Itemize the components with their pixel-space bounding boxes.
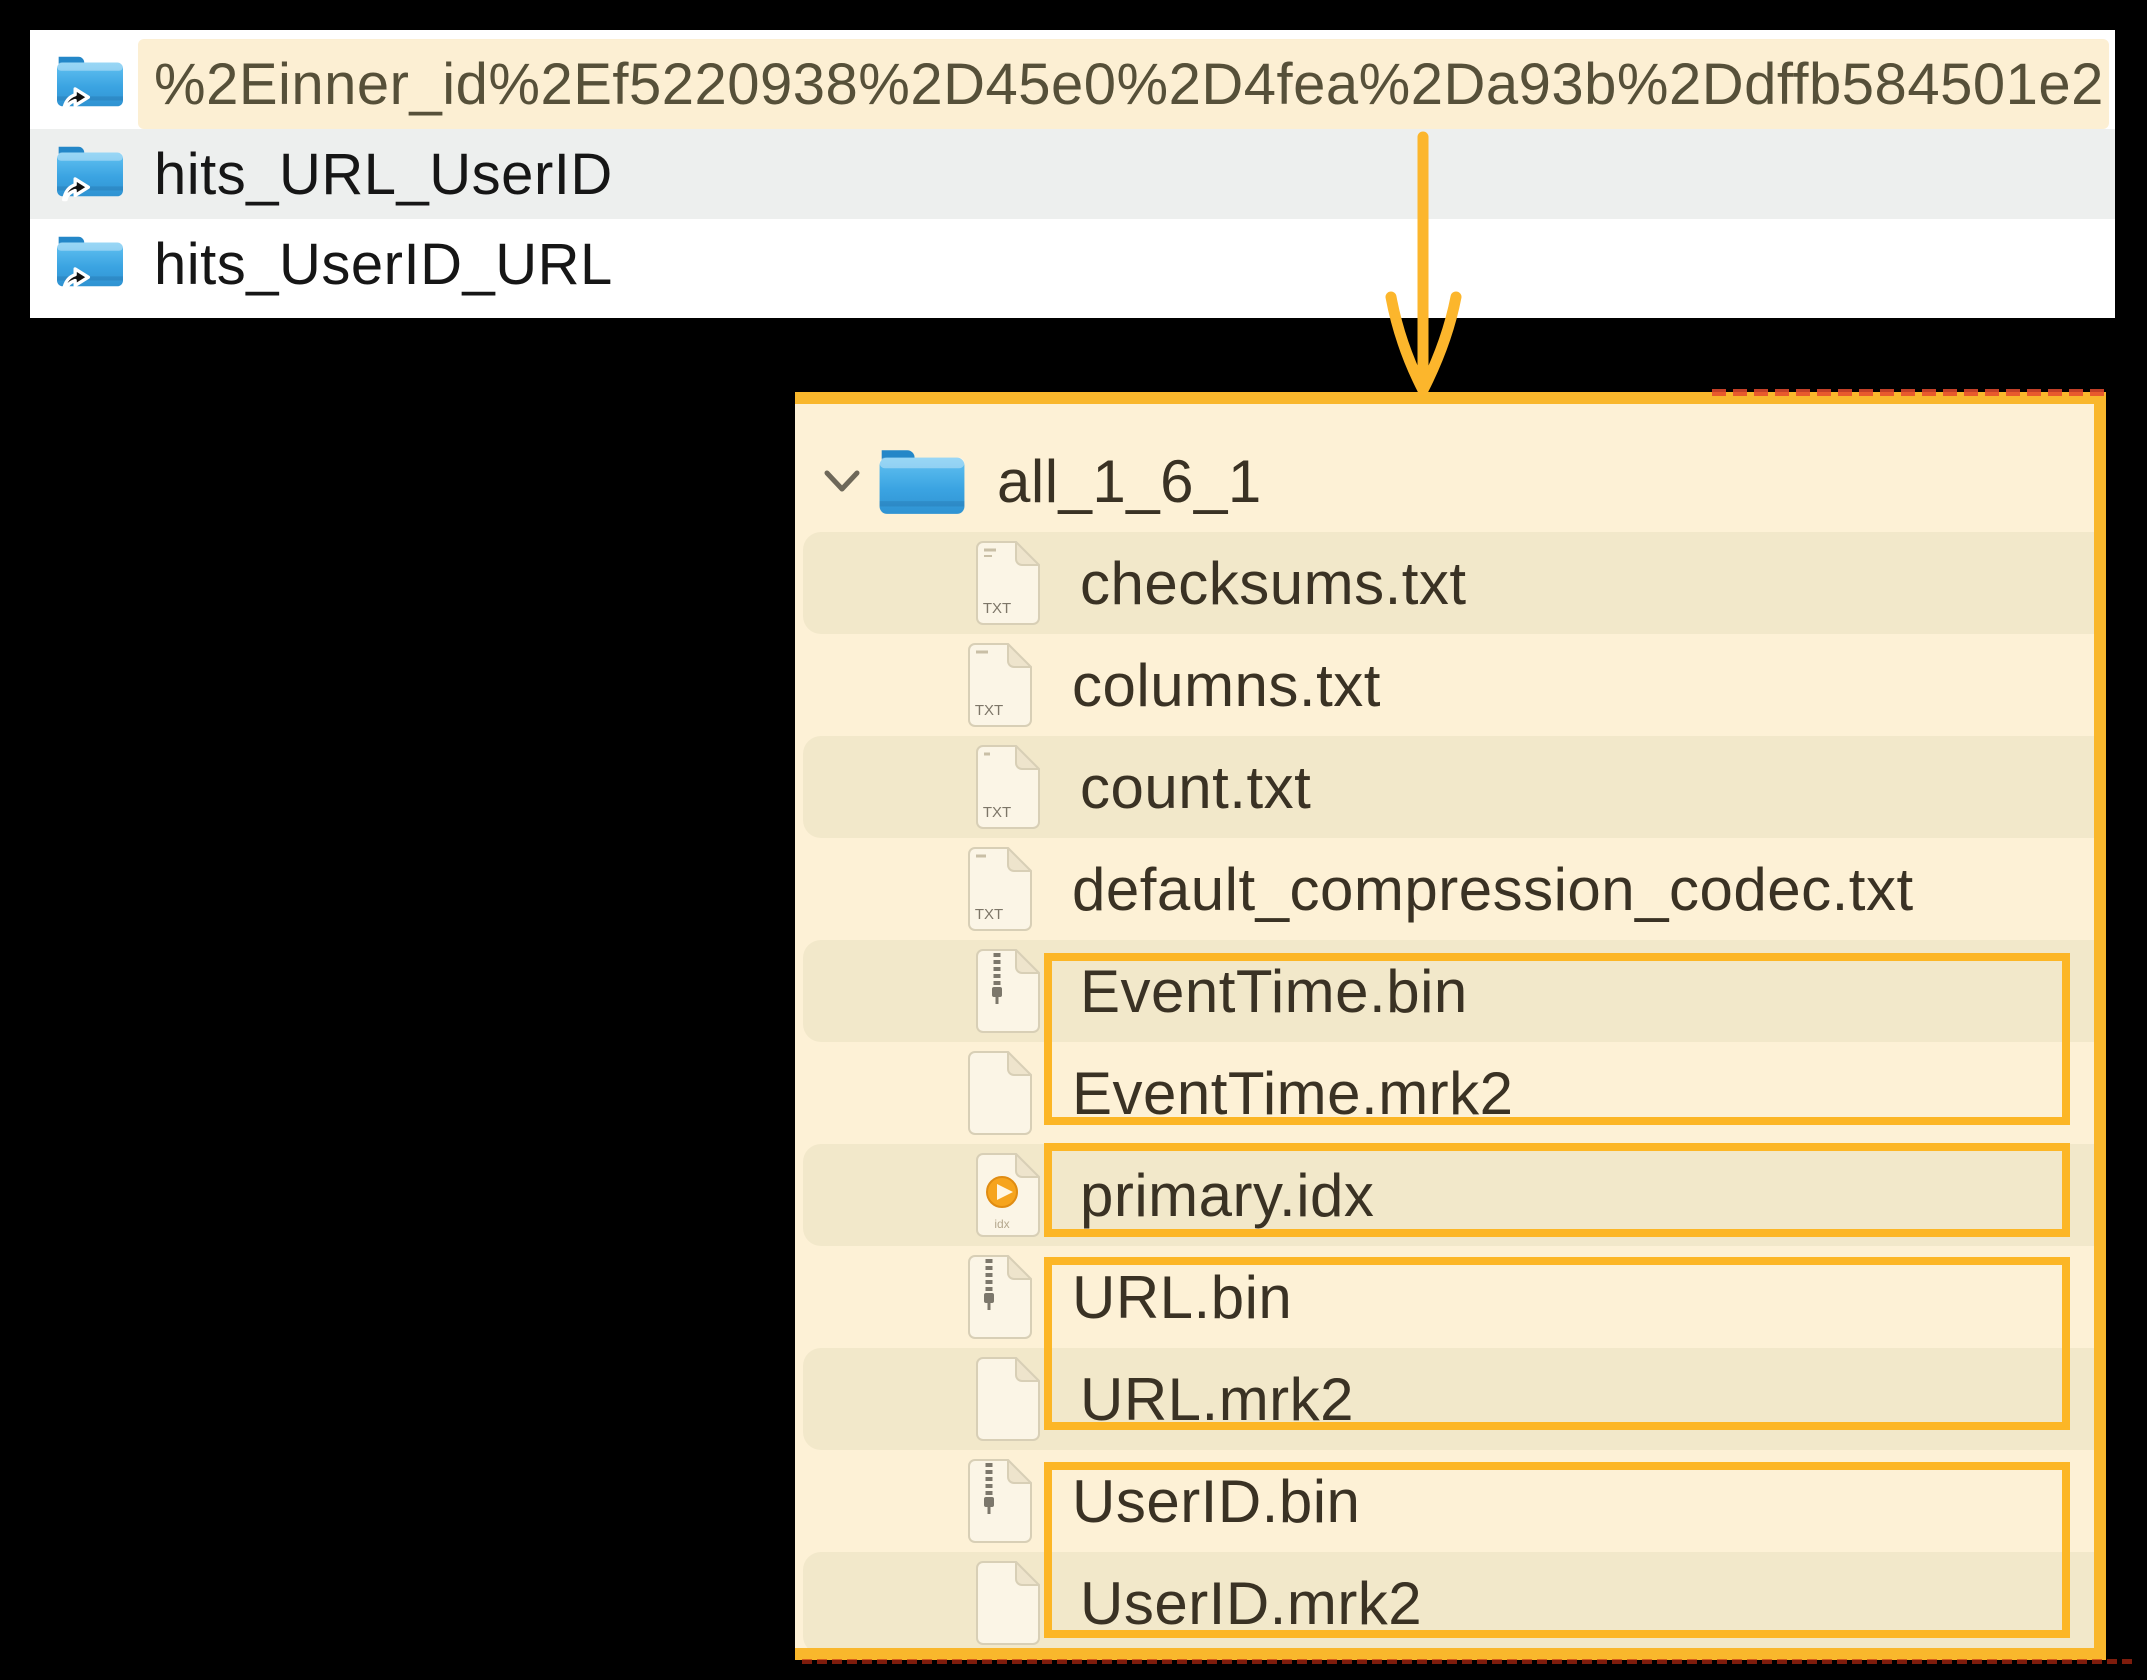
table-row[interactable]: hits_URL_UserID: [30, 129, 2115, 219]
alias-folder-icon: [57, 48, 123, 120]
svg-text:TXT: TXT: [983, 804, 1011, 821]
folder-name[interactable]: all_1_6_1: [997, 447, 1262, 515]
file-name[interactable]: UserID.bin: [1072, 1467, 1361, 1535]
tree-row-folder[interactable]: all_1_6_1: [795, 430, 2094, 532]
file-name[interactable]: default_compression_codec.txt: [1072, 855, 1914, 923]
txt-file-icon: TXT: [976, 541, 1040, 625]
chevron-down-icon[interactable]: [823, 468, 861, 494]
alias-folder-icon: [57, 138, 123, 210]
bin-file-icon: [968, 1459, 1032, 1543]
tree-row-file[interactable]: TXT columns.txt: [795, 634, 2094, 736]
finder-list-panel: %2Einner_id%2Ef5220938%2D45e0%2D4fea%2Da…: [30, 30, 2115, 318]
tree-row-file[interactable]: URL.mrk2: [803, 1348, 2094, 1450]
svg-text:TXT: TXT: [983, 600, 1011, 617]
folder-icon: [879, 450, 965, 514]
file-name[interactable]: URL.mrk2: [1080, 1365, 1355, 1433]
svg-text:TXT: TXT: [975, 702, 1003, 719]
row-label[interactable]: hits_URL_UserID: [154, 141, 613, 207]
tree-row-file[interactable]: idx primary.idx: [803, 1144, 2094, 1246]
tree-row-file[interactable]: EventTime.bin: [803, 940, 2094, 1042]
idx-file-icon: idx: [976, 1153, 1040, 1237]
tree-row-file[interactable]: EventTime.mrk2: [795, 1042, 2094, 1144]
blank-file-icon: [976, 1561, 1040, 1645]
file-name[interactable]: URL.bin: [1072, 1263, 1293, 1331]
part-contents-panel: all_1_6_1 TXT checksums.txt TXT columns.…: [795, 392, 2106, 1660]
table-row[interactable]: hits_UserID_URL: [30, 219, 2115, 309]
tree-row-file[interactable]: UserID.mrk2: [803, 1552, 2094, 1648]
file-name[interactable]: columns.txt: [1072, 651, 1381, 719]
tree-row-file[interactable]: UserID.bin: [795, 1450, 2094, 1552]
blank-file-icon: [968, 1051, 1032, 1135]
file-name[interactable]: primary.idx: [1080, 1161, 1375, 1229]
table-row[interactable]: %2Einner_id%2Ef5220938%2D45e0%2D4fea%2Da…: [30, 39, 2115, 129]
file-name[interactable]: EventTime.mrk2: [1072, 1059, 1514, 1127]
txt-file-icon: TXT: [976, 745, 1040, 829]
tree-row-file[interactable]: TXT checksums.txt: [803, 532, 2094, 634]
blank-file-icon: [976, 1357, 1040, 1441]
bin-file-icon: [968, 1255, 1032, 1339]
tree-row-file[interactable]: URL.bin: [795, 1246, 2094, 1348]
alias-folder-icon: [57, 228, 123, 300]
red-dashed-line-top: [1712, 389, 2104, 396]
txt-file-icon: TXT: [968, 847, 1032, 931]
tree-row-file[interactable]: TXT default_compression_codec.txt: [795, 838, 2094, 940]
file-name[interactable]: checksums.txt: [1080, 549, 1467, 617]
file-name[interactable]: EventTime.bin: [1080, 957, 1468, 1025]
txt-file-icon: TXT: [968, 643, 1032, 727]
row-label[interactable]: hits_UserID_URL: [154, 231, 613, 297]
svg-text:TXT: TXT: [975, 906, 1003, 923]
tree-row-file[interactable]: TXT count.txt: [803, 736, 2094, 838]
file-name[interactable]: count.txt: [1080, 753, 1312, 821]
svg-text:idx: idx: [994, 1217, 1009, 1231]
row-label[interactable]: %2Einner_id%2Ef5220938%2D45e0%2D4fea%2Da…: [138, 39, 2109, 129]
red-dashed-line-bottom: [802, 1659, 2132, 1664]
file-name[interactable]: UserID.mrk2: [1080, 1569, 1423, 1637]
bin-file-icon: [976, 949, 1040, 1033]
